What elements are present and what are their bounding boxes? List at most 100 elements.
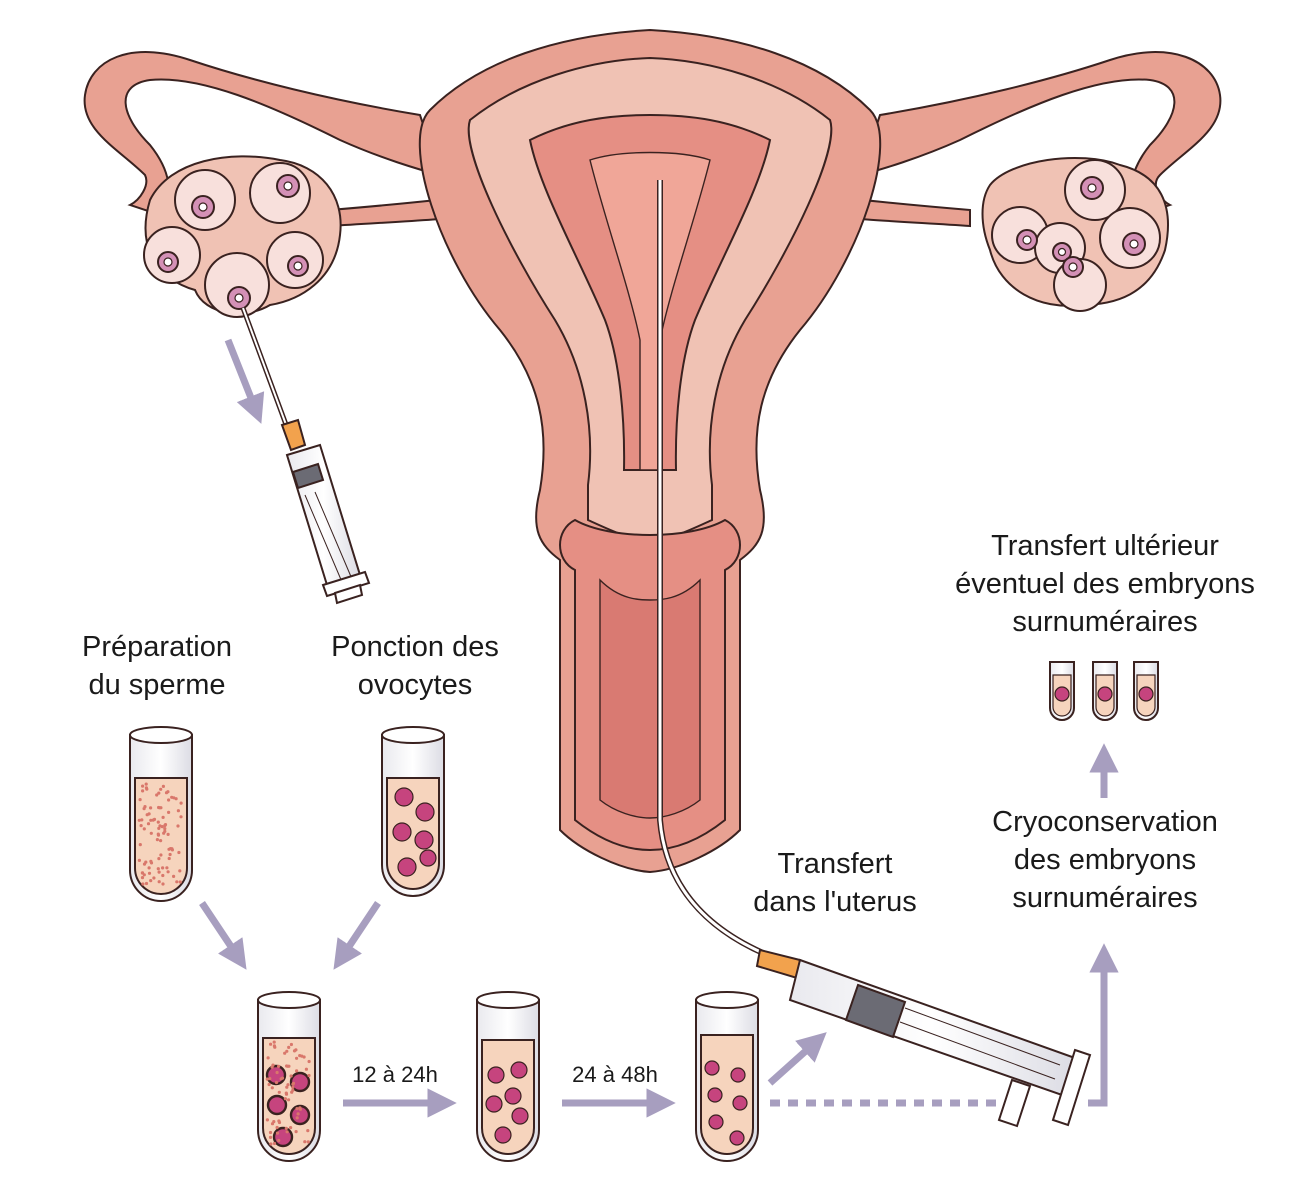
sperm-dot [156, 867, 160, 871]
sperm-dot [144, 881, 149, 886]
arrow-sperm-to-fert [199, 901, 247, 970]
sperm-dot [175, 880, 179, 884]
sperm-dot [267, 1082, 271, 1087]
label-oocyte-retrieval: Ponction des ovocytes [331, 631, 499, 701]
sperm-dot [149, 879, 153, 883]
sperm-dot [140, 876, 145, 880]
sperm-dot [142, 873, 146, 877]
sperm-dot [139, 824, 143, 828]
sperm-dot [179, 801, 183, 805]
sperm-dot [176, 809, 180, 813]
sperm-dot [172, 874, 176, 879]
sperm-dot [157, 791, 161, 795]
sperm-dot [268, 1135, 273, 1139]
sperm-dot [147, 866, 151, 870]
sperm-dot [294, 1130, 298, 1134]
sperm-dot [149, 859, 153, 864]
sperm-dot [275, 1131, 280, 1135]
sperm-dot [155, 793, 159, 797]
sperm-dot [163, 823, 168, 827]
sperm-dot [160, 825, 164, 829]
sperm-dot [292, 1049, 297, 1053]
sperm-dot [144, 782, 148, 786]
sperm-dot [142, 827, 146, 831]
sperm-dot [146, 822, 151, 826]
sperm-dot [157, 870, 161, 874]
sperm-dot [147, 871, 152, 875]
sperm-dot [295, 1116, 299, 1120]
sperm-dot [266, 1056, 270, 1060]
sperm-dot [298, 1106, 302, 1110]
sperm-dot [286, 1083, 290, 1087]
sperm-dot [271, 1063, 275, 1067]
sperm-dot [161, 873, 165, 878]
sperm-dot [178, 869, 182, 873]
sperm-dot [287, 1045, 291, 1049]
sperm-dot [286, 1064, 290, 1068]
sperm-dot [265, 1077, 269, 1081]
sperm-dot [295, 1107, 299, 1111]
sperm-dot [265, 1118, 269, 1122]
label-uterus-transfer: Transfert dans l'uterus [753, 848, 917, 918]
sperm-dot [166, 870, 170, 874]
transfer-syringe [755, 948, 1092, 1128]
sperm-dot [179, 815, 183, 819]
sperm-dot [159, 839, 163, 843]
sperm-dot [279, 1077, 283, 1081]
sperm-dot [157, 857, 161, 861]
sperm-dot [176, 824, 180, 828]
sperm-dot [159, 853, 163, 857]
sperm-dot [141, 789, 145, 793]
sperm-dot [304, 1067, 308, 1071]
sperm-dot [274, 1080, 279, 1085]
sperm-dot [269, 1142, 273, 1146]
sperm-dot [145, 813, 149, 817]
sperm-dot [295, 1069, 299, 1073]
sperm-dot [157, 826, 161, 831]
sperm-dot [141, 784, 145, 788]
sperm-dot [295, 1056, 299, 1060]
sperm-dot [167, 856, 171, 861]
retrieval-syringe [240, 307, 371, 605]
sperm-dot [277, 1138, 281, 1143]
sperm-dot [291, 1081, 296, 1085]
sperm-dot [268, 1077, 272, 1081]
tube-embryos [695, 991, 759, 1162]
sperm-dot [165, 866, 169, 870]
sperm-dot [268, 1130, 273, 1135]
sperm-dot [137, 858, 141, 863]
arrow-oocyte-to-fert [333, 901, 381, 970]
label-duration-2: 24 à 48h [572, 1062, 658, 1087]
sperm-dot [178, 880, 182, 884]
sperm-dot [149, 818, 153, 822]
sperm-dot [270, 1086, 274, 1090]
tube-oocytes [381, 726, 445, 897]
sperm-dot [277, 1119, 281, 1123]
sperm-dot [177, 850, 181, 855]
sperm-dot [144, 786, 148, 790]
sperm-dot [161, 815, 165, 820]
tube-zygotes [476, 991, 540, 1162]
sperm-dot [277, 1090, 281, 1094]
sperm-dot [161, 882, 165, 886]
sperm-dot [164, 791, 169, 795]
sperm-dot [172, 796, 176, 800]
sperm-dot [307, 1059, 311, 1064]
sperm-dot [269, 1042, 273, 1046]
sperm-dot [283, 1051, 287, 1055]
tube-sperm-preparation [129, 726, 193, 902]
sperm-dot [270, 1122, 275, 1126]
sperm-dot [149, 831, 153, 835]
right-ovary [981, 156, 1169, 312]
sperm-dot [161, 866, 165, 870]
sperm-dot [138, 843, 142, 847]
sperm-dot [272, 1040, 276, 1044]
sperm-dot [142, 862, 147, 866]
label-later-transfer: Transfert ultérieur éventuel des embryon… [955, 530, 1255, 638]
sperm-dot [151, 818, 155, 822]
sperm-dot [143, 805, 147, 809]
label-sperm-preparation: Préparation du sperme [82, 631, 232, 701]
sperm-dot [159, 787, 163, 791]
